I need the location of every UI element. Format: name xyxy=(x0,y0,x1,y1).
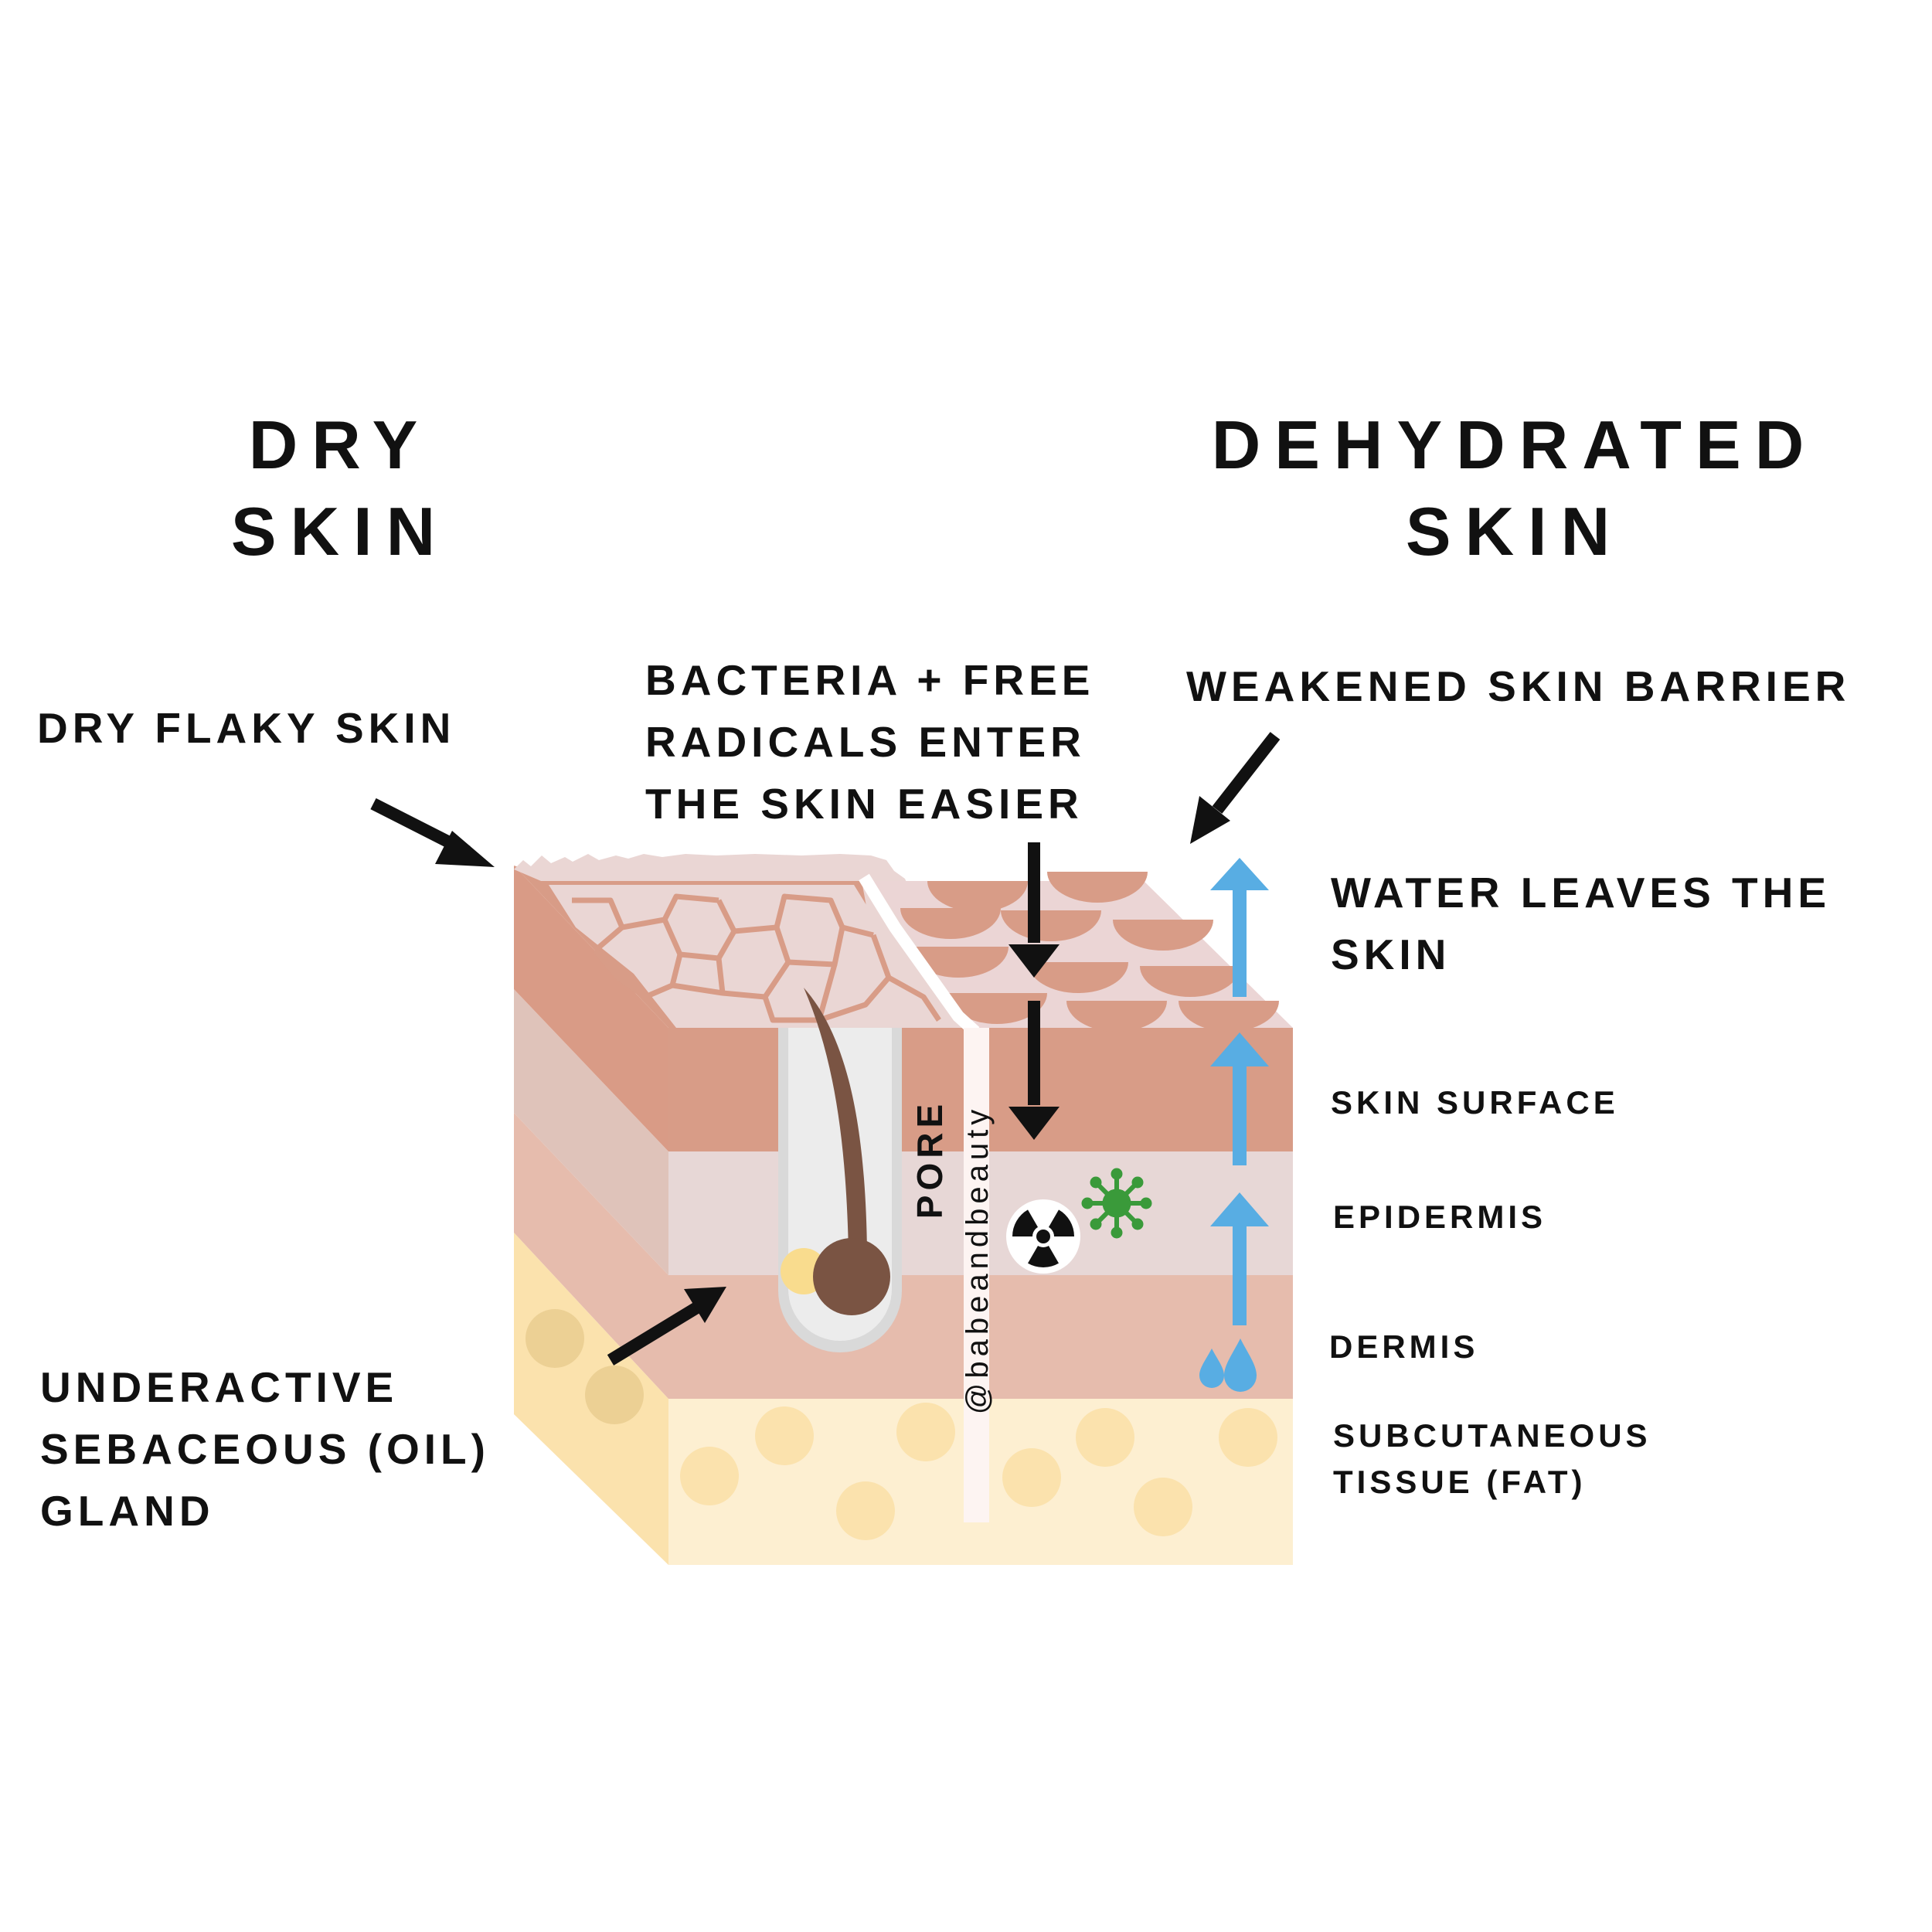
cracked-skin-pattern xyxy=(572,893,941,1023)
watermark-handle: @babeandbeauty xyxy=(961,1104,995,1415)
dermis-side-face xyxy=(514,1113,668,1399)
dry-flaky-label: DRY FLAKY SKIN xyxy=(37,704,456,752)
water-arrows xyxy=(1210,858,1269,1325)
water-arrow-icon xyxy=(1210,1032,1269,1165)
epidermis-label: EPIDERMIS xyxy=(1333,1199,1547,1235)
radiation-icon xyxy=(1006,1199,1080,1274)
subcutaneous-label-line2: TISSUE (FAT) xyxy=(1333,1464,1587,1500)
bacteria-entry-arrow-upper xyxy=(1009,842,1060,978)
pore-label: PORE xyxy=(910,1099,950,1219)
fat-cells xyxy=(680,1403,1277,1540)
bacteria-label: BACTERIA + FREE RADICALS ENTER THE SKIN … xyxy=(645,649,1094,835)
skin-scales xyxy=(900,872,1279,1032)
fat-cell xyxy=(526,1309,584,1368)
dry-title-line1: DRY xyxy=(248,406,432,483)
water-leaves-label: WATER LEAVES THE SKIN xyxy=(1331,862,1831,985)
dry-title-line2: SKIN xyxy=(230,493,450,570)
water-arrow-icon xyxy=(1210,858,1269,997)
water-droplet-icon xyxy=(1199,1349,1224,1388)
subcutaneous-label: SUBCUTANEOUS TISSUE (FAT) xyxy=(1333,1413,1651,1505)
bacteria-icon xyxy=(1081,1168,1152,1239)
dry-flaky-arrow xyxy=(370,798,495,867)
hair-strand xyxy=(804,988,867,1252)
pore-channel xyxy=(964,1028,989,1522)
underactive-label-line1: UNDERACTIVE xyxy=(40,1363,399,1411)
dehydrated-skin-title: DEHYDRATED SKIN xyxy=(1167,402,1862,575)
skin-surface-label: SKIN SURFACE xyxy=(1331,1084,1619,1121)
water-arrow-icon xyxy=(1210,1192,1269,1325)
subcutaneous-label-line1: SUBCUTANEOUS xyxy=(1333,1417,1651,1454)
underactive-label-line2: SEBACEOUS (OIL) xyxy=(40,1425,490,1473)
water-label-line1: WATER LEAVES THE xyxy=(1331,869,1832,917)
bacteria-entry-arrow-lower xyxy=(1009,1001,1060,1140)
dry-skin-title: DRY SKIN xyxy=(155,402,526,575)
hair-bulb xyxy=(813,1238,890,1315)
black-arrows xyxy=(370,732,1281,1366)
underactive-label-line3: GLAND xyxy=(40,1487,215,1535)
bacteria-label-line2: RADICALS ENTER xyxy=(645,718,1086,766)
dermis-label: DERMIS xyxy=(1329,1328,1479,1365)
bacteria-label-line3: THE SKIN EASIER xyxy=(645,780,1083,828)
sebaceous-gland-arrow xyxy=(607,1287,726,1366)
dehydrated-title-line1: DEHYDRATED xyxy=(1211,406,1818,483)
water-droplet-icons xyxy=(1199,1338,1257,1392)
fat-cell xyxy=(585,1366,644,1424)
weakened-barrier-label: WEAKENED SKIN BARRIER xyxy=(1186,662,1851,710)
underactive-gland-label: UNDERACTIVE SEBACEOUS (OIL) GLAND xyxy=(40,1356,490,1542)
water-label-line2: SKIN xyxy=(1331,930,1451,978)
surface-side-face xyxy=(514,866,668,1151)
weakened-barrier-arrow xyxy=(1190,732,1281,844)
surface-crack xyxy=(859,873,980,1036)
bacteria-label-line1: BACTERIA + FREE xyxy=(645,656,1095,704)
water-droplet-icon xyxy=(1224,1338,1257,1392)
dehydrated-title-line2: SKIN xyxy=(1405,493,1624,570)
epidermis-side-face xyxy=(514,989,668,1275)
